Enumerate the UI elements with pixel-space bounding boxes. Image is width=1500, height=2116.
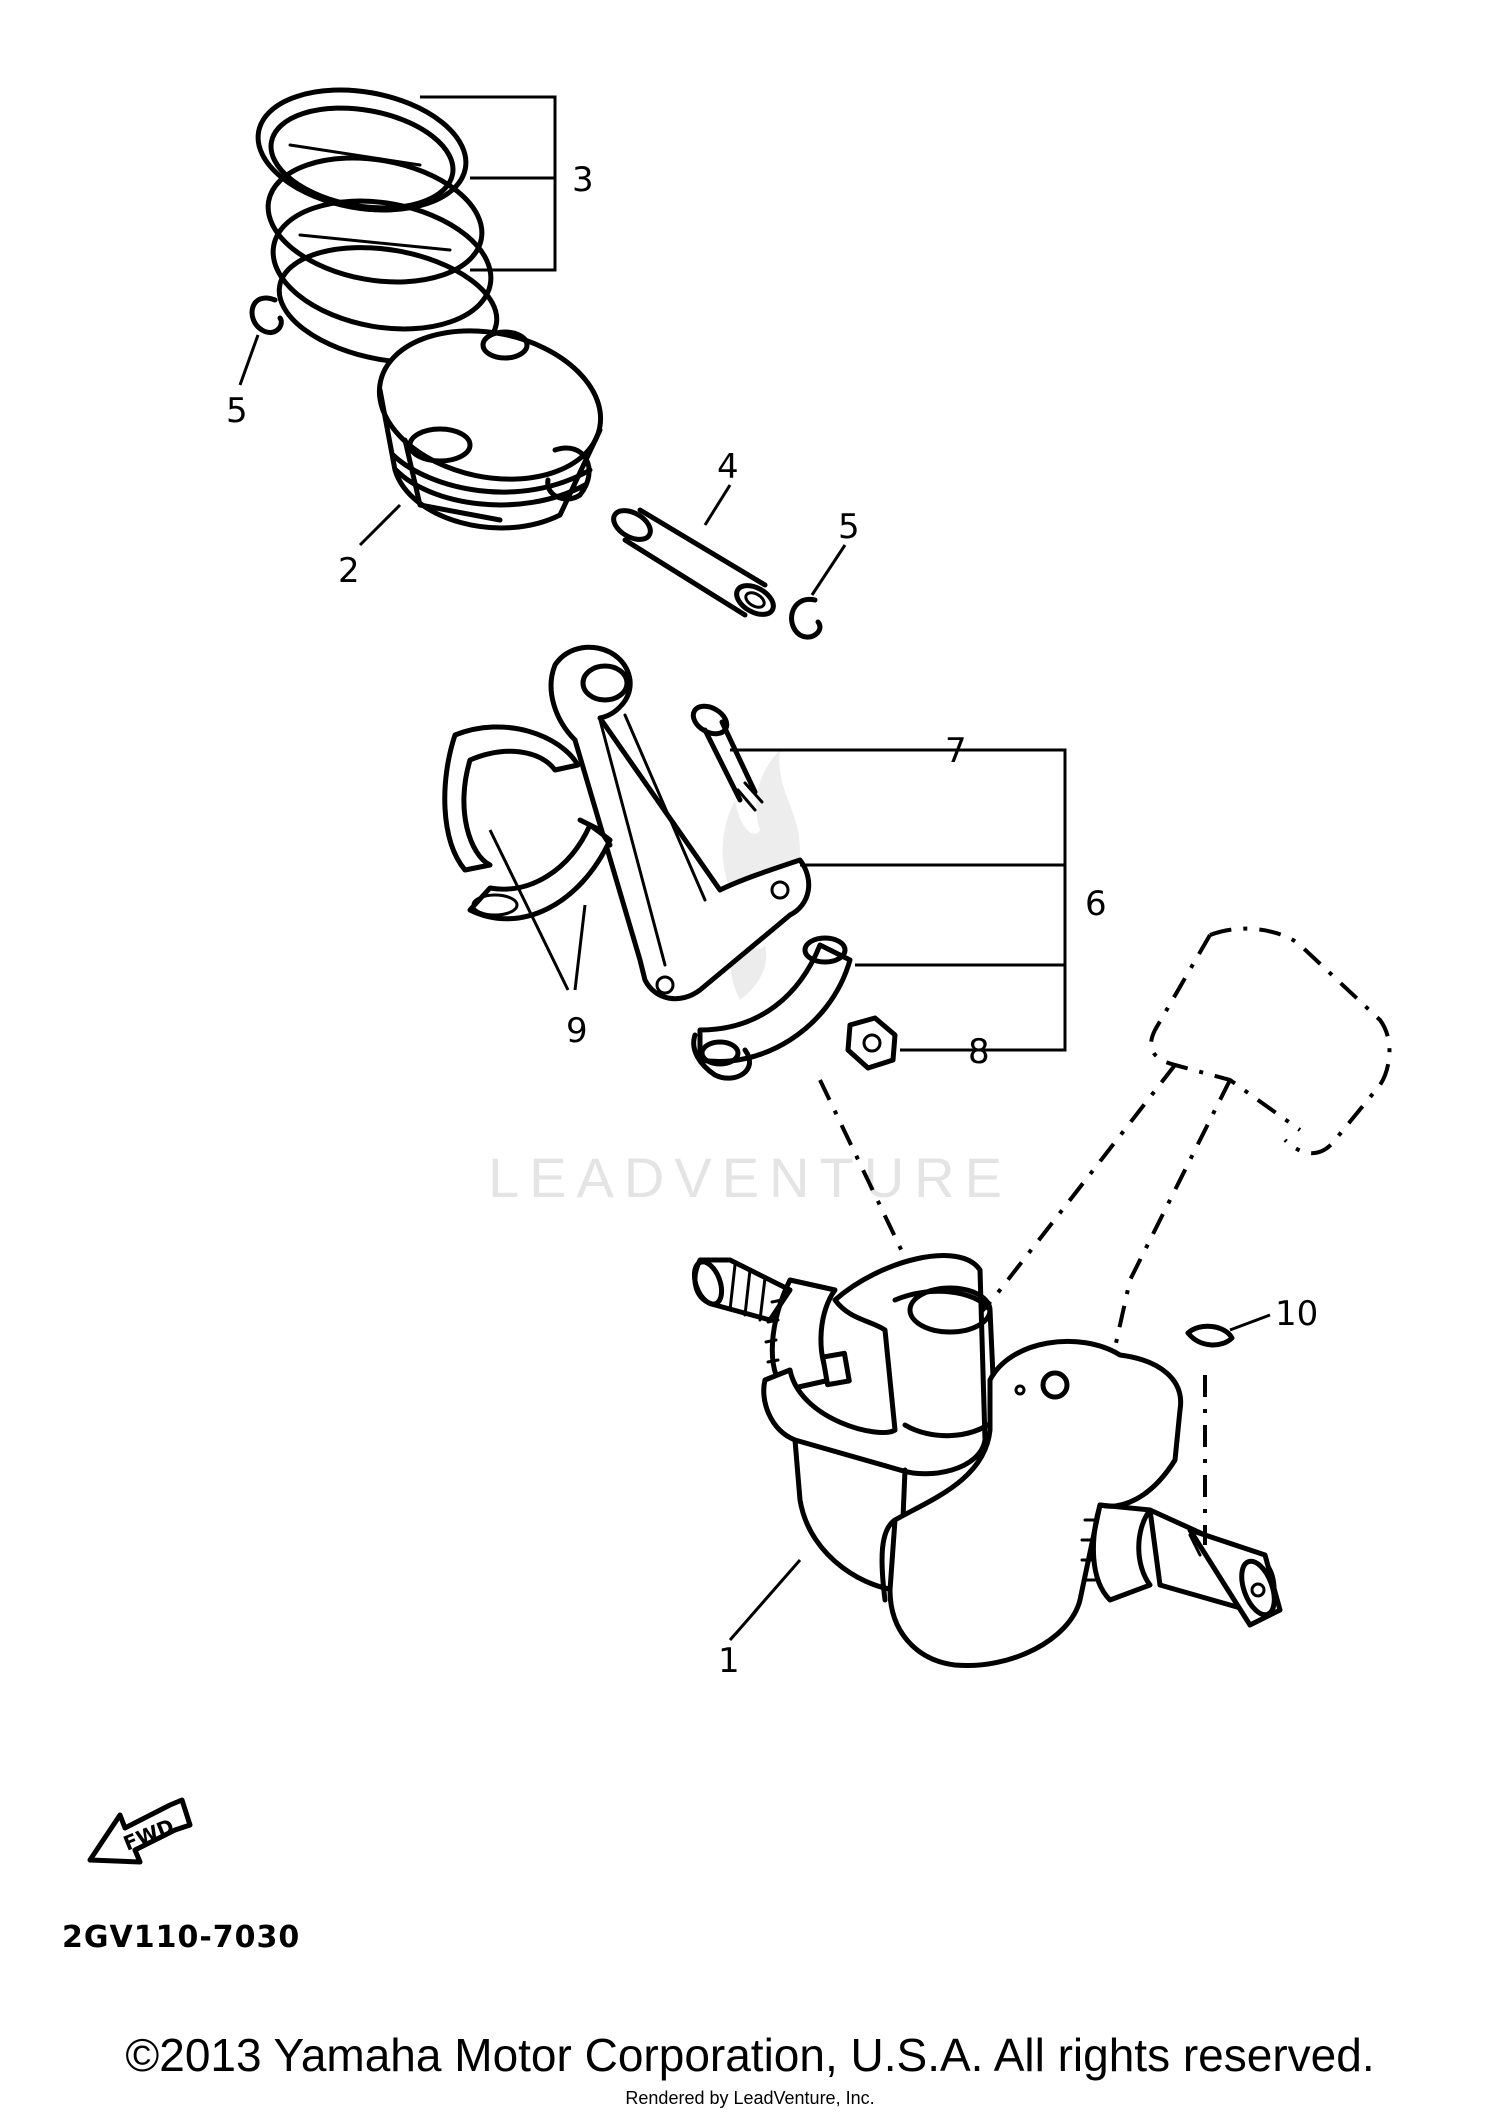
leader-4 — [703, 484, 732, 526]
leader-9 — [488, 829, 587, 991]
leader-6 — [730, 748, 1067, 1052]
piston-pin — [611, 507, 776, 618]
woodruff-key — [1185, 1323, 1235, 1348]
fwd-arrow-icon: FWD — [87, 1797, 193, 1865]
rod-bolt — [690, 703, 764, 812]
callout-4: 4 — [717, 447, 739, 487]
callout-7: 7 — [945, 731, 967, 771]
piston-ring-set — [255, 87, 500, 365]
circlip-lower — [789, 597, 823, 640]
rod-nut — [845, 1015, 898, 1071]
callout-6: 6 — [1085, 884, 1107, 924]
callout-1: 1 — [718, 1641, 740, 1681]
leader-3 — [420, 95, 557, 272]
diagram-part-code: 2GV110-7030 — [62, 1920, 301, 1955]
callout-2: 2 — [338, 551, 360, 591]
callout-3: 3 — [572, 160, 594, 200]
leader-2 — [358, 503, 402, 547]
leader-1 — [728, 1559, 802, 1641]
callout-9: 9 — [566, 1011, 588, 1051]
leader-10 — [1229, 1313, 1271, 1332]
connecting-rod — [548, 644, 812, 1002]
callout-10: 10 — [1275, 1294, 1318, 1334]
leader-5b — [810, 544, 847, 596]
watermark-text: LEADVENTURE — [488, 1146, 1012, 1209]
piston — [376, 328, 604, 531]
crankshaft — [691, 1253, 1283, 1669]
rod-bearing-cap — [691, 935, 853, 1081]
circlip-upper — [249, 295, 284, 335]
big-end-bearings — [442, 724, 613, 922]
rendered-by-notice: Rendered by LeadVenture, Inc. — [625, 2088, 875, 2108]
callout-5b: 5 — [838, 507, 860, 547]
callout-5a: 5 — [226, 391, 248, 431]
copyright-notice: ©2013 Yamaha Motor Corporation, U.S.A. A… — [125, 2029, 1375, 2081]
callout-8: 8 — [968, 1032, 990, 1072]
leader-5a — [238, 334, 260, 386]
